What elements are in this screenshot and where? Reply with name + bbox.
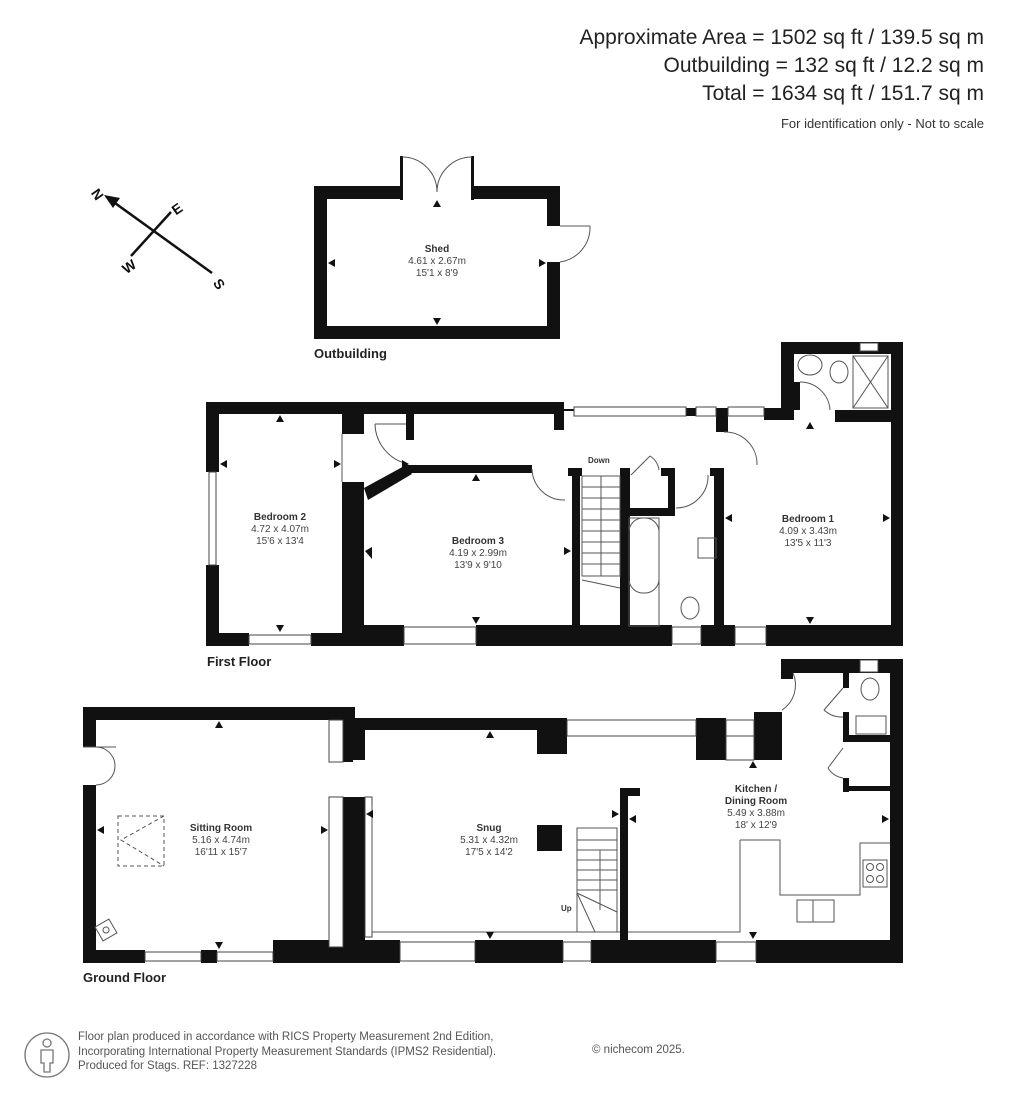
- svg-text:E: E: [168, 200, 185, 218]
- area-summary: Approximate Area = 1502 sq ft / 139.5 sq…: [580, 24, 985, 131]
- total-area: Total = 1634 sq ft / 151.7 sq m: [702, 82, 984, 105]
- room-snug: Snug 5.31 x 4.32m 17'5 x 14'2: [460, 823, 518, 858]
- copyright: © nichecom 2025.: [592, 1044, 685, 1056]
- ground-floor-walls: [83, 659, 903, 963]
- person-icon: [24, 1032, 70, 1078]
- svg-text:W: W: [119, 256, 140, 277]
- footer-text: Floor plan produced in accordance with R…: [78, 1031, 497, 1072]
- svg-text:S: S: [210, 275, 228, 292]
- first-floor-label: First Floor: [207, 654, 272, 669]
- svg-text:N: N: [88, 185, 107, 202]
- stairs-down-label: Down: [588, 456, 610, 465]
- dimension-arrows: [97, 200, 890, 949]
- outbuilding-label: Outbuilding: [314, 346, 387, 361]
- room-sitting-room: Sitting Room 5.16 x 4.74m 16'11 x 15'7: [189, 823, 253, 858]
- ground-floor-label: Ground Floor: [83, 970, 167, 985]
- room-bedroom-1: Bedroom 1 4.09 x 3.43m 13'5 x 11'3: [779, 514, 837, 549]
- first-floor-walls: [206, 342, 903, 646]
- shed-walls: [314, 156, 560, 339]
- scale-note: For identification only - Not to scale: [780, 116, 984, 131]
- stairs-up-label: Up: [561, 904, 572, 913]
- room-bedroom-3: Bedroom 3 4.19 x 2.99m 13'9 x 9'10: [449, 536, 507, 571]
- compass-icon: N E W S: [88, 185, 228, 292]
- outbuilding-area: Outbuilding = 132 sq ft / 12.2 sq m: [663, 54, 984, 77]
- room-shed: Shed 4.61 x 2.67m 15'1 x 8'9: [408, 244, 466, 279]
- approximate-area: Approximate Area = 1502 sq ft / 139.5 sq…: [579, 26, 985, 49]
- room-bedroom-2: Bedroom 2 4.72 x 4.07m 15'6 x 13'4: [251, 512, 309, 547]
- room-kitchen-dining: Kitchen / Dining Room 5.49 x 3.88m 18' x…: [724, 784, 788, 831]
